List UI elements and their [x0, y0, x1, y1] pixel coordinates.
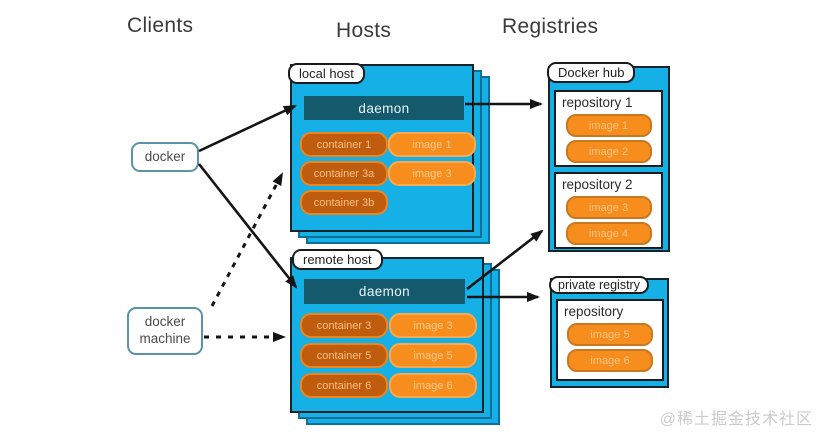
private-registry-tab: private registry — [549, 276, 649, 294]
remote-host-group: remote host daemon container 3 container… — [290, 249, 500, 425]
remote-daemon-bar: daemon — [304, 279, 465, 304]
arrow-docker-to-local-daemon — [198, 104, 297, 153]
column-header-hosts: Hosts — [336, 19, 392, 42]
repository-name: repository — [564, 304, 624, 319]
docker-machine-label-line2: machine — [139, 331, 191, 346]
image-pill: image 2 — [565, 140, 652, 163]
local-host-tab: local host — [288, 63, 365, 84]
container-pill: container 3a — [300, 161, 388, 186]
arrow-docker-machine-to-local-host — [210, 172, 284, 307]
docker-node: docker — [131, 142, 199, 172]
remote-container-column: container 3 container 5 container 6 — [300, 313, 388, 398]
docker-hub-tab: Docker hub — [547, 62, 636, 83]
container-pill: container 5 — [300, 343, 388, 368]
remote-host-tab: remote host — [292, 249, 383, 270]
image-pill: image 6 — [389, 373, 477, 398]
container-pill: container 6 — [300, 373, 388, 398]
container-pill: container 3b — [300, 190, 388, 215]
private-registry-box: private registry repository image 5 imag… — [549, 276, 669, 388]
image-pill: image 3 — [389, 313, 477, 338]
docker-machine-label-line1: docker — [144, 314, 186, 330]
local-daemon-bar: daemon — [304, 96, 464, 120]
image-pill: image 5 — [389, 343, 477, 368]
column-header-registries: Registries — [502, 15, 599, 38]
repository-box: repository image 5 image 6 — [556, 299, 664, 381]
repository-name: repository 1 — [562, 95, 633, 110]
image-pill: image 3 — [388, 161, 476, 186]
local-container-column: container 1 container 3a container 3b — [300, 132, 388, 215]
local-host-group: local host daemon container 1 container … — [288, 63, 490, 244]
local-image-column: image 1 image 3 — [388, 132, 476, 186]
image-pill: image 1 — [565, 114, 652, 137]
repository-box: repository 1 image 1 image 2 — [554, 90, 663, 167]
image-pill: image 1 — [388, 132, 476, 157]
docker-hub-box: Docker hub repository 1 image 1 image 2 … — [547, 62, 670, 252]
image-pill: image 4 — [565, 222, 652, 245]
docker-machine-node: docker machine — [127, 307, 203, 355]
column-header-clients: Clients — [127, 14, 194, 37]
docker-node-label: docker — [144, 148, 186, 164]
remote-image-column: image 3 image 5 image 6 — [389, 313, 477, 398]
container-pill: container 1 — [300, 132, 388, 157]
container-pill: container 3 — [300, 313, 388, 338]
arrow-docker-to-remote-daemon — [197, 163, 298, 289]
image-pill: image 3 — [565, 196, 652, 219]
image-pill: image 5 — [567, 323, 653, 346]
local-host-box: local host daemon container 1 container … — [288, 63, 476, 232]
repository-name: repository 2 — [562, 177, 633, 192]
watermark: @稀土掘金技术社区 — [659, 411, 813, 428]
image-pill: image 6 — [567, 349, 653, 372]
remote-host-box: remote host daemon container 3 container… — [290, 249, 484, 413]
repository-box: repository 2 image 3 image 4 — [554, 172, 663, 249]
